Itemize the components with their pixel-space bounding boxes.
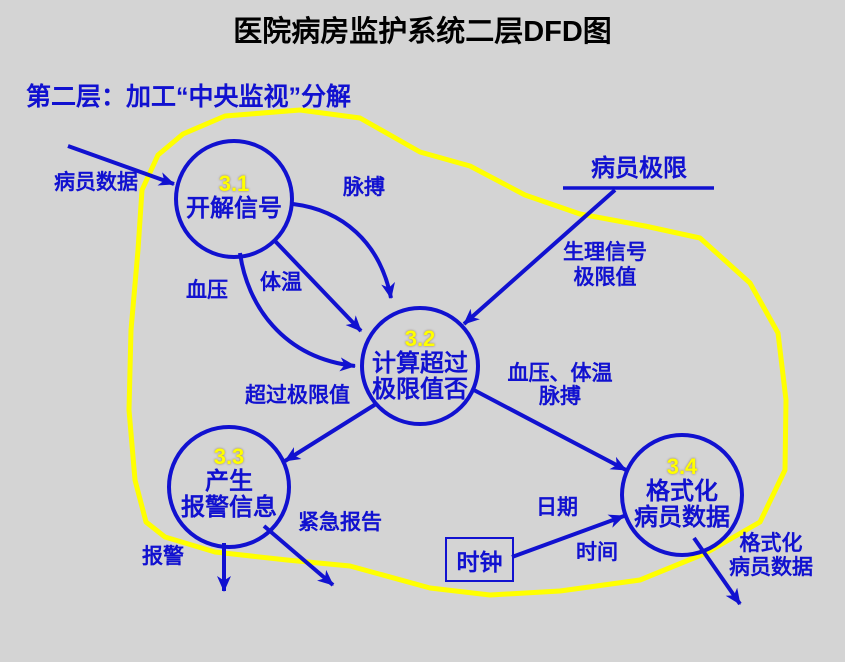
process-3-2: 3.2 计算超过 极限值否 [350, 327, 490, 403]
process-3-2-circle [360, 306, 480, 426]
flow-label-bp-temp-pulse: 血压、体温 脉搏 [507, 362, 613, 409]
process-3-1: 3.1 开解信号 [164, 172, 304, 222]
process-3-1-number: 3.1 [218, 171, 250, 197]
flow-label-date: 日期 [536, 496, 578, 519]
flow-label-formatted-patient-data: 格式化 病员数据 [729, 532, 813, 580]
process-3-4: 3.4 格式化 病员数据 [612, 455, 752, 531]
process-3-3-circle [167, 425, 291, 549]
flow-formatted-data-arrow [692, 536, 742, 606]
flow-label-alarm: 报警 [142, 545, 184, 568]
flow-patient-data-arrow [67, 144, 175, 186]
flow-bp-temp-pulse-arrow [471, 387, 627, 472]
flow-exceed-limit-arrow [283, 402, 378, 463]
flow-label-patient-data: 病员数据 [54, 171, 138, 194]
flow-urgent-report-arrow [262, 524, 335, 587]
clock-entity-label: 时钟 [456, 548, 503, 575]
flow-blood-pressure-arrow [238, 252, 356, 372]
patient-limits-store-label: 病员极限 [591, 155, 687, 182]
flow-pulse-arrow [292, 202, 395, 299]
flow-physio-limit-arrow [462, 188, 617, 326]
process-3-1-name: 开解信号 [186, 194, 282, 222]
process-3-3-number: 3.3 [213, 444, 245, 470]
page-subtitle: 第二层：加工“中央监视”分解 [26, 83, 352, 111]
flow-label-urgent-report: 紧急报告 [298, 511, 382, 534]
process-3-4-name: 格式化 病员数据 [634, 477, 730, 531]
process-3-2-name: 计算超过 极限值否 [372, 349, 468, 403]
page-title: 医院病房监护系统二层DFD图 [233, 16, 612, 48]
flow-date-time-arrow [511, 514, 625, 559]
process-3-3: 3.3 产生 报警信息 [159, 445, 299, 521]
flow-label-time: 时间 [576, 541, 618, 564]
flow-label-physio-limit: 生理信号 极限值 [563, 241, 647, 290]
flow-label-pulse: 脉搏 [343, 176, 385, 199]
system-boundary-curve [126, 107, 789, 598]
flow-label-blood-pressure: 血压 [186, 279, 228, 302]
flow-temperature-arrow [273, 239, 363, 333]
process-3-4-circle [620, 433, 744, 557]
process-3-4-number: 3.4 [666, 454, 698, 480]
flow-label-temperature: 体温 [260, 271, 302, 294]
flow-label-exceed-limit: 超过极限值 [245, 384, 350, 407]
clock-entity-box: 时钟 [445, 537, 514, 582]
process-3-1-circle [174, 139, 294, 259]
process-3-3-name: 产生 报警信息 [181, 467, 277, 521]
process-3-2-number: 3.2 [404, 326, 436, 352]
